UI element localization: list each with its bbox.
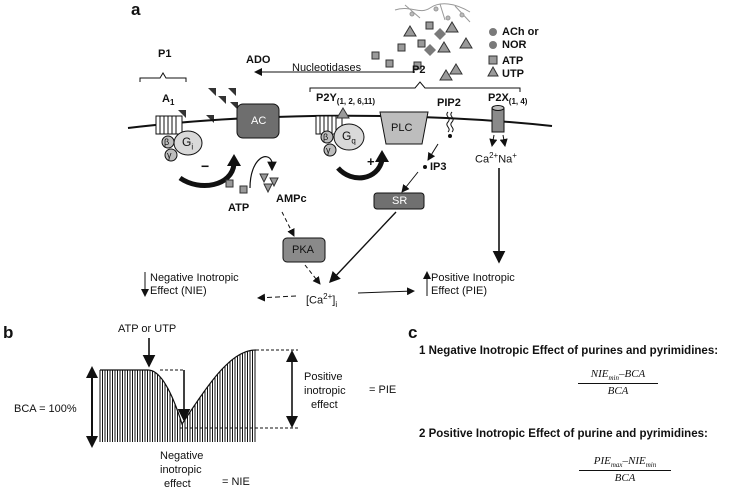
positive-effect-3: effect <box>311 399 338 411</box>
plc-label: PLC <box>391 122 413 134</box>
formula-1-title: 1 Negative Inotropic Effect of purines a… <box>419 345 719 357</box>
pie-label-2: Effect (PIE) <box>431 285 488 297</box>
pip2-label: PIP2 <box>437 97 461 109</box>
formula-2-title: 2 Positive Inotropic Effect of purine an… <box>419 428 708 440</box>
gq-gamma: γ <box>326 145 331 155</box>
gq-protein <box>320 123 365 157</box>
ca-to-pie-arrow <box>357 287 415 296</box>
gq-beta: β <box>323 132 329 142</box>
sr-to-ca-arrow <box>329 211 397 284</box>
panel-label-c: c <box>408 323 418 342</box>
p2x-label: P2X(1, 4) <box>488 92 528 107</box>
p1-brace <box>139 72 187 82</box>
ip3-to-sr-arrow <box>401 171 419 193</box>
plc-enzyme <box>379 111 429 145</box>
gi-gamma: γ <box>167 150 172 160</box>
positive-effect-2: inotropic <box>304 385 346 397</box>
p1-label: P1 <box>158 48 172 60</box>
legend-symbols <box>487 28 499 77</box>
ip3-label: IP3 <box>430 161 447 173</box>
pka-label: PKA <box>292 244 315 256</box>
bca-label: BCA = 100% <box>14 403 77 415</box>
nucleotidases-label: Nucleotidases <box>292 62 362 74</box>
ca-na-label: Ca2+Na+ <box>475 151 517 166</box>
ampc-label: AMPc <box>276 193 307 205</box>
legend-atp: ATP <box>502 55 524 67</box>
pka-to-ca-arrow <box>304 264 321 285</box>
transmitter-particles <box>371 21 473 81</box>
ampc-triangles <box>259 173 279 194</box>
stimulation-arrow <box>336 159 385 181</box>
gi-label: Gi <box>182 135 194 152</box>
legend-ach-nor: ACh or <box>502 26 539 38</box>
cai-label: [Ca2+]i <box>306 292 338 309</box>
ado-triangles <box>206 88 238 123</box>
sr-label: SR <box>392 195 408 207</box>
trace-lines <box>99 350 256 442</box>
atp-to-ampc-arrow <box>249 156 277 189</box>
a1-label: A1 <box>162 93 175 108</box>
p2x-channel <box>491 105 505 133</box>
negative-effect-1: Negative <box>160 450 204 462</box>
formula-1-denominator: BCA <box>607 385 629 398</box>
minus-sign: − <box>201 158 210 174</box>
nie-equals: = NIE <box>222 476 250 488</box>
ac-enzyme <box>236 103 280 139</box>
gi-beta: β <box>164 137 170 147</box>
gi-protein <box>161 130 203 162</box>
pip2-lipid <box>446 111 450 133</box>
p2-brace <box>309 81 521 92</box>
negative-effect-2: inotropic <box>160 464 202 476</box>
gq-label: Gq <box>342 129 356 146</box>
legend-utp: UTP <box>502 68 524 80</box>
ac-label: AC <box>251 115 267 127</box>
pie-label-1: Positive Inotropic <box>431 272 515 284</box>
panel-label-b: b <box>3 323 14 342</box>
nie-label-1: Negative Inotropic <box>150 272 239 284</box>
inhibition-arrow <box>178 163 237 188</box>
formula-1: NIEmin–BCA BCA <box>572 368 664 397</box>
stimulus-label: ATP or UTP <box>118 323 177 335</box>
plc-to-ip3-arrow <box>427 143 439 161</box>
pie-equals: = PIE <box>369 384 397 396</box>
formula-2-numerator: PIEmax–NIEmin <box>593 455 657 470</box>
sr-box <box>373 192 425 210</box>
plus-sign: + <box>367 154 375 169</box>
p2-label: P2 <box>412 64 426 76</box>
a1-receptor <box>155 110 186 135</box>
pka-box <box>282 237 326 263</box>
atp-label: ATP <box>228 202 250 214</box>
ampc-to-pka-arrow <box>281 211 295 237</box>
negative-effect-3: effect <box>164 478 191 490</box>
ca-to-nie-arrow <box>257 293 297 302</box>
ado-label: ADO <box>246 54 271 66</box>
p2y-receptor <box>315 107 350 135</box>
nerve-terminal <box>394 3 471 23</box>
formula-2-denominator: BCA <box>614 472 636 485</box>
formula-2: PIEmax–NIEmin BCA <box>572 455 678 484</box>
p2y-label: P2Y(1, 2, 6,11) <box>316 92 376 107</box>
positive-effect-1: Positive <box>304 371 343 383</box>
panel-label-a: a <box>131 0 141 19</box>
nie-label-2: Effect (NIE) <box>150 285 207 297</box>
formula-1-numerator: NIEmin–BCA <box>590 368 646 383</box>
legend-nor: NOR <box>502 39 527 51</box>
